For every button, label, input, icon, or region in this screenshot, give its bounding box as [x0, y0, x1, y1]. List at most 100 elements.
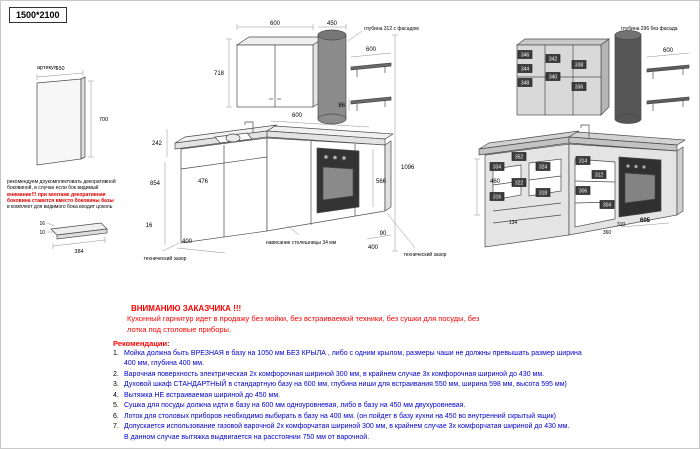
- recommendation-item: 6. Лоток для столовых приборов необходим…: [113, 412, 585, 423]
- recommendation-number: 7.: [113, 423, 119, 431]
- article-label: артикул:: [37, 65, 59, 71]
- dim-10-label: 10: [39, 230, 45, 236]
- depth-note: глубина 296 без фасада: [621, 26, 678, 32]
- dim-hood-450: 450: [327, 21, 338, 27]
- part-number-chip: 314: [575, 156, 591, 165]
- part-number: 318: [539, 191, 548, 197]
- recommendation-number: 3.: [113, 381, 119, 389]
- plinth-drawing: 16 10 384: [39, 221, 108, 255]
- depth-note: глубина 312 с фасадом: [364, 26, 419, 32]
- notice-title: ВНИМАНИЮ ЗАКАЗЧИКА !!!: [131, 304, 242, 313]
- oven: [316, 147, 360, 214]
- recommendation-item: 5. Сушка для посуды должна идти в базу н…: [113, 401, 585, 412]
- notice-line-1: Кухонный гарнитур идет в продажу без мой…: [127, 314, 480, 323]
- dim-476: 476: [198, 179, 209, 185]
- part-number-chip: 322: [511, 178, 527, 187]
- hood-cylinder: [614, 30, 642, 124]
- dim-360: 360: [603, 230, 612, 236]
- dim-16: 16: [146, 223, 153, 229]
- dim-top-600: 600: [270, 21, 281, 27]
- plinth-dimension-lines: [46, 222, 106, 249]
- dim-400-right: 400: [368, 245, 379, 251]
- part-number-chip: 346: [517, 50, 533, 59]
- dim-310: 310: [617, 222, 626, 228]
- part-number: 346: [521, 53, 530, 59]
- part-number: 306: [579, 189, 588, 195]
- note-plinth: в комплект для видимого бока входит цоко…: [7, 204, 113, 210]
- recommendation-number: 2.: [113, 370, 119, 378]
- recommendation-text: Сушка для посуды должна идти в базу на 6…: [124, 402, 466, 410]
- sink: [214, 132, 253, 144]
- part-number-chip: 324: [535, 162, 551, 171]
- recommendation-text: Мойка должна быть ВРЕЗНАЯ в базу на 1050…: [124, 349, 582, 368]
- decor-side-panel-drawing: артикул: 550 700: [36, 65, 108, 166]
- recommendation-number: 4.: [113, 391, 119, 399]
- notice-and-recommendations: ВНИМАНИЮ ЗАКАЗЧИКА !!! Кухонный гарнитур…: [113, 304, 585, 443]
- dim-base-600: 600: [292, 113, 303, 119]
- recommendation-item: 4. Вытяжка НЕ встраиваемая шириной до 45…: [113, 391, 585, 402]
- dimension-lines: [162, 24, 416, 254]
- side-panel-notes: рекомендуем доукомплектовать декоративно…: [7, 179, 121, 210]
- part-number-chip: 344: [517, 64, 533, 73]
- dim-566: 566: [376, 179, 387, 185]
- part-number-chip: 312: [591, 170, 607, 179]
- part-number: 340: [549, 75, 558, 81]
- overhang-note: нависание столешницы 34 мм: [266, 240, 337, 246]
- part-number-chip: 334: [489, 162, 505, 171]
- part-number: 322: [515, 181, 524, 187]
- notice-line-2: лотка под столовые приборы.: [127, 324, 232, 334]
- dim-16-label: 16: [39, 221, 45, 227]
- recommendation-number: 1.: [113, 349, 119, 357]
- recommendation-item: 1. Мойка должна быть ВРЕЗНАЯ в базу на 1…: [113, 349, 585, 370]
- sheet-size-label: 1500*2100: [9, 7, 67, 23]
- note-warning: внимание!!! при монтаже декоративная бок…: [7, 191, 114, 204]
- part-number-chip: 352: [511, 152, 527, 161]
- dim-86: 86: [338, 103, 345, 109]
- panel-dimension-lines: [36, 70, 94, 158]
- dim-605: 605: [640, 218, 651, 224]
- hood-cylinder: [317, 29, 347, 125]
- kitchen-dimension-drawing: 600 450 глубина 312 с фасадом 718 600 86…: [144, 21, 447, 262]
- tech-gap-right: технический зазор: [404, 251, 447, 258]
- kitchen-parts-drawing: глубина 296 без фасада 600: [474, 26, 690, 248]
- dim-460: 460: [490, 179, 501, 185]
- recommendation-text: В данном случае вытяжка выдвигается на р…: [124, 433, 370, 441]
- part-number: 324: [539, 165, 548, 171]
- dim-134: 134: [509, 220, 518, 226]
- part-number: 314: [579, 159, 588, 165]
- part-number-chip: 318: [535, 188, 551, 197]
- wall-cabinet: [235, 36, 327, 108]
- dim-718: 718: [214, 71, 225, 77]
- dim-700-label: 700: [99, 117, 108, 123]
- part-number: 304: [603, 203, 612, 209]
- part-number: 336: [575, 85, 584, 91]
- recommendation-number: [113, 433, 124, 444]
- faucet-icon: [244, 121, 254, 133]
- dim-384-label: 384: [74, 249, 83, 255]
- dim-shelf-600: 600: [663, 48, 674, 54]
- part-number-chip: 338: [571, 60, 587, 69]
- dim-1096: 1096: [401, 165, 415, 171]
- recommendation-number: 5.: [113, 402, 119, 410]
- part-number-chip: 316: [489, 192, 505, 201]
- recommendation-item: 2. Варочная поверхность электрическая 2х…: [113, 370, 585, 381]
- part-number-chip: 340: [545, 72, 561, 81]
- part-number-chip: 306: [575, 186, 591, 195]
- faucet-icon: [580, 124, 590, 138]
- dim-854: 854: [150, 181, 161, 187]
- part-number-chip: 342: [545, 54, 561, 63]
- wall-shelves: [350, 62, 392, 111]
- recommendation-text: Вытяжка НЕ встраиваемая шириной до 450 м…: [124, 391, 281, 399]
- note-recommend: рекомендуем доукомплектовать декоративно…: [7, 179, 116, 192]
- part-number: 348: [521, 81, 530, 87]
- part-number: 342: [549, 57, 558, 63]
- dim-242: 242: [152, 141, 163, 147]
- decor-panel: [36, 76, 86, 166]
- part-number: 352: [515, 155, 524, 161]
- recommendation-text: Варочная поверхность электрическая 2х ко…: [124, 370, 545, 378]
- plinth-board: [50, 222, 108, 240]
- dim-shelf-600: 600: [366, 47, 377, 53]
- recommendation-text: Допускается использование газовой варочн…: [124, 423, 570, 431]
- recommendation-number: 6.: [113, 412, 119, 420]
